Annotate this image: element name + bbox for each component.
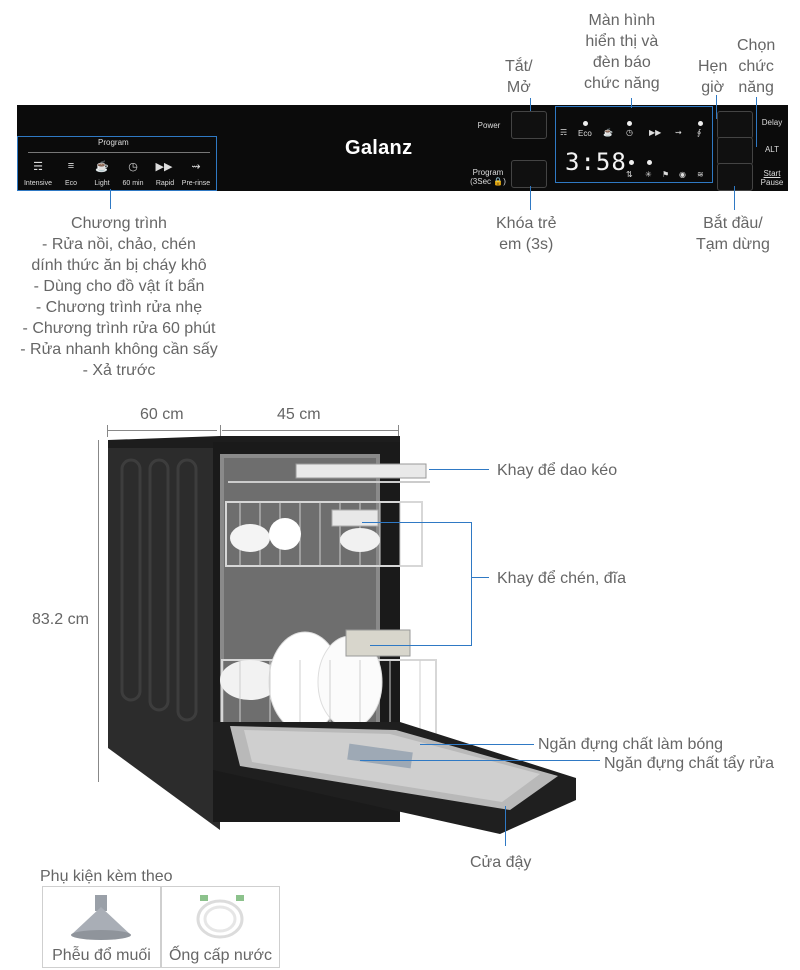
bowl-stack-icon: ≡	[67, 160, 75, 172]
width-label: 45 cm	[277, 406, 321, 423]
leader-line	[471, 522, 472, 646]
accessory-name: Ống cấp nước	[168, 947, 273, 964]
alt-callout: Chọn chức năng	[737, 37, 776, 96]
tablet-icon: ◉	[679, 170, 686, 179]
program-group-frame	[17, 136, 217, 191]
control-panel	[17, 105, 788, 191]
pause-label: Pause	[760, 178, 784, 187]
programs-callout: Chương trình - Rửa nồi, chảo, chén dính …	[20, 215, 218, 379]
leader-line	[429, 469, 489, 470]
power-button[interactable]	[511, 111, 547, 139]
detergent-label: Ngăn đựng chất tẩy rửa	[604, 755, 774, 772]
pot-icon: ☴	[33, 161, 43, 173]
dimension-tick	[107, 425, 108, 437]
power-callout: Tắt/ Mở	[505, 58, 533, 96]
program-name[interactable]: Intensive	[23, 180, 53, 187]
program-name[interactable]: 60 min	[122, 180, 144, 187]
dimension-tick	[398, 425, 399, 437]
program-button-label: Program	[472, 168, 504, 177]
leader-line	[370, 645, 472, 646]
alt-button[interactable]	[717, 137, 753, 165]
program-name[interactable]: Rapid	[155, 180, 175, 187]
cutlery-tray-label: Khay để dao kéo	[497, 462, 618, 479]
time-display: 3:58	[565, 148, 627, 176]
leader-line	[756, 97, 757, 147]
power-label: Power	[477, 121, 501, 130]
program-button-sub: (3Sec 🔒)	[470, 177, 506, 186]
depth-dimension-line	[107, 430, 217, 431]
program-button[interactable]	[511, 160, 547, 188]
accessory-card-hose: Ống cấp nước	[161, 886, 280, 968]
leader-line	[471, 577, 489, 578]
leader-line	[716, 95, 717, 119]
width-dimension-line	[222, 430, 398, 431]
delay-callout: Hẹn giờ	[698, 58, 728, 96]
spray-icon: ∮	[697, 128, 702, 137]
timer-60-icon: ◷	[128, 161, 138, 173]
pot-icon: ☴	[560, 128, 568, 137]
indicator-dot	[583, 121, 588, 126]
accessories-title: Phụ kiện kèm theo	[40, 868, 173, 885]
indicator-dot	[698, 121, 703, 126]
height-dimension-line	[98, 440, 99, 782]
rinse-aid-label: Ngăn đựng chất làm bóng	[538, 736, 724, 753]
start-label: Start	[763, 169, 781, 178]
delay-button[interactable]	[717, 111, 753, 139]
program-name[interactable]: Eco	[64, 180, 78, 187]
rapid-icon: ▶▶	[155, 161, 173, 173]
salt-funnel-icon	[71, 895, 131, 940]
brand-logo: Galanz	[345, 137, 413, 159]
display-callout: Màn hình hiển thị và đèn báo chức năng	[584, 12, 660, 92]
indicator-dot	[627, 121, 632, 126]
cup-icon: ☕	[603, 128, 613, 137]
leader-line	[530, 98, 531, 111]
program-title: Program	[98, 138, 129, 147]
start-pause-callout: Bắt đầu/ Tạm dừng	[696, 215, 770, 253]
door-label: Cửa đậy	[470, 854, 532, 871]
rapid-icon: ▶▶	[649, 128, 662, 137]
delay-label: Delay	[761, 118, 783, 127]
depth-label: 60 cm	[140, 406, 184, 423]
display-eco: Eco	[578, 129, 592, 138]
leader-line	[360, 760, 600, 761]
water-hose-icon	[196, 895, 244, 939]
dry-icon: ≋	[697, 170, 704, 179]
indicator-dot	[647, 160, 652, 165]
leader-line	[420, 744, 534, 745]
dimension-tick	[220, 425, 221, 437]
timer-60-icon: ◷	[626, 128, 633, 137]
accessory-card-funnel: Phễu đổ muối	[42, 886, 161, 968]
leader-line	[505, 806, 506, 846]
dish-racks-label: Khay để chén, đĩa	[497, 570, 626, 587]
leader-line	[530, 186, 531, 210]
cup-icon: ☕	[95, 161, 109, 173]
leader-line	[110, 189, 111, 209]
display-frame	[555, 106, 713, 183]
child-lock-callout: Khóa trẻ em (3s)	[496, 215, 557, 253]
height-label: 83.2 cm	[32, 611, 89, 628]
program-name[interactable]: Light	[94, 180, 110, 187]
prerinse-icon: ⇝	[675, 128, 682, 137]
accessory-name: Phễu đổ muối	[52, 947, 151, 964]
leader-line	[734, 186, 735, 210]
start-pause-button[interactable]	[717, 163, 753, 191]
prerinse-icon: ⇝	[191, 161, 201, 173]
leader-line	[362, 522, 472, 523]
program-name[interactable]: Pre-rinse	[181, 180, 211, 187]
rinse-aid-icon: ⇅	[626, 170, 633, 179]
salt-icon: ✳	[645, 170, 652, 179]
program-divider	[28, 152, 210, 153]
indicator-dot	[629, 160, 634, 165]
alt-label: ALT	[764, 145, 780, 154]
leader-line	[631, 98, 632, 108]
lock-icon: ⚑	[662, 170, 670, 179]
dishwasher-illustration	[108, 436, 576, 834]
